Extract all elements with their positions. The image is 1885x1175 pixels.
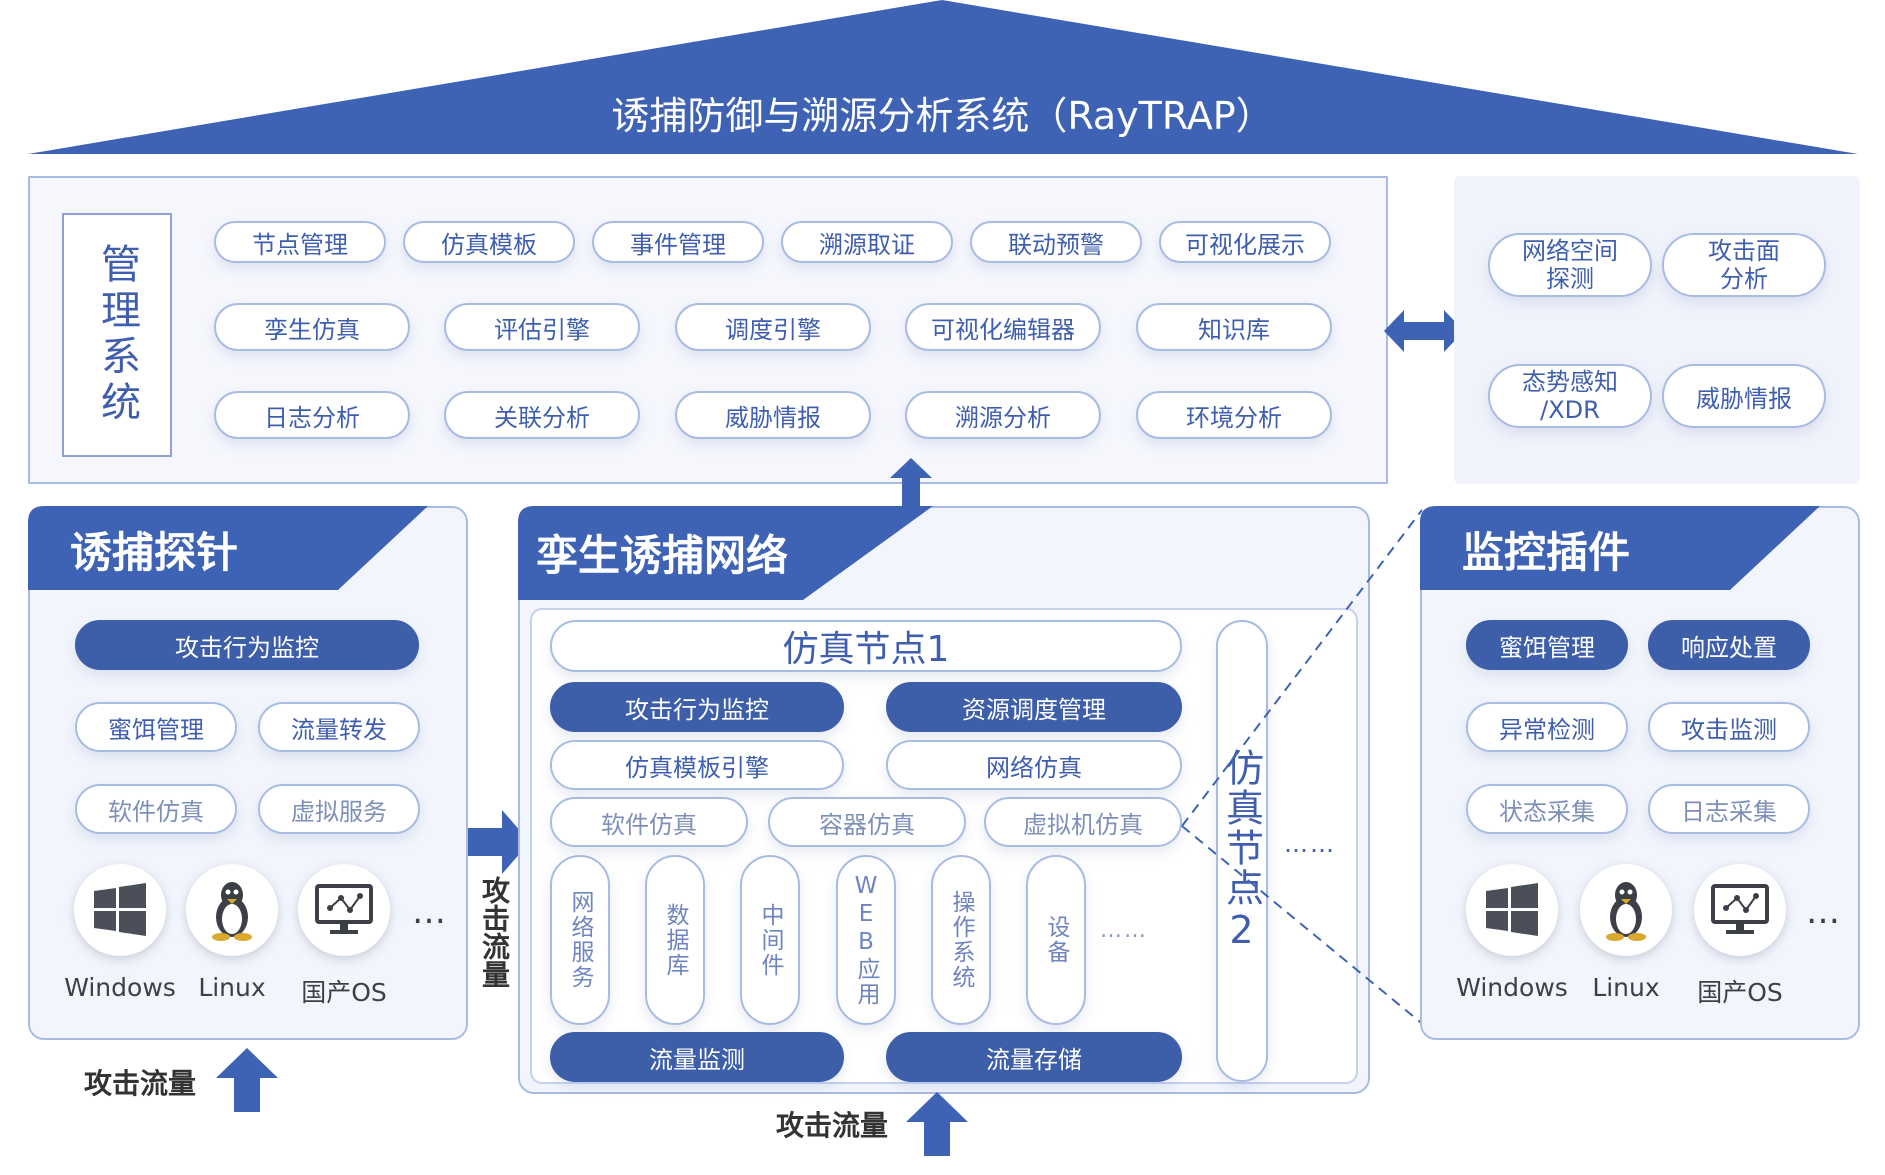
mgmt-visual-editor[interactable]: 可视化编辑器: [905, 303, 1101, 351]
node1-title[interactable]: 仿真节点1: [550, 620, 1182, 672]
bottom-left-attack-flow-label: 攻击流量: [84, 1067, 197, 1100]
plugin-os-label-windows: Windows: [1456, 973, 1568, 1002]
system-title: 诱捕防御与溯源分析系统（RayTRAP）: [611, 94, 1274, 138]
twin-title: 孪生诱捕网络: [536, 530, 789, 580]
external-panel: [1454, 176, 1860, 484]
attack-flow-arrow-up-mid: [906, 1092, 968, 1156]
twin-v-os[interactable]: 操作系统: [931, 855, 991, 1025]
zoom-dashed-lines: [1181, 509, 1443, 1041]
twin-traffic-storage[interactable]: 流量存储: [886, 1032, 1182, 1082]
twin-traffic-monitor[interactable]: 流量监测: [550, 1032, 844, 1082]
management-label-box: 管理系统: [62, 213, 172, 457]
twin-vm-sim[interactable]: 虚拟机仿真: [984, 797, 1182, 847]
mgmt-twin-sim[interactable]: 孪生仿真: [214, 303, 410, 351]
mgmt-sim-template[interactable]: 仿真模板: [403, 221, 575, 263]
mgmt-log-analysis[interactable]: 日志分析: [214, 391, 410, 439]
plugin-header: [1420, 506, 1820, 590]
mgmt-linkage-alert[interactable]: 联动预警: [970, 221, 1142, 263]
windows-icon: [74, 864, 166, 956]
os-label-windows: Windows: [64, 973, 176, 1002]
linux-penguin-icon: [186, 864, 278, 956]
linux-penguin-icon: [1580, 864, 1672, 956]
mgmt-correlation-analysis[interactable]: 关联分析: [444, 391, 640, 439]
mgmt-forensics[interactable]: 溯源取证: [781, 221, 953, 263]
mgmt-env-analysis[interactable]: 环境分析: [1136, 391, 1332, 439]
plugin-os-label-domestic: 国产OS: [1697, 978, 1783, 1007]
twin-node2[interactable]: 仿真节点2: [1216, 620, 1268, 1082]
roof: [28, 0, 1858, 154]
twin-software-sim[interactable]: 软件仿真: [550, 797, 748, 847]
monitor-network-icon: [1694, 864, 1786, 956]
mgmt-knowledge-base[interactable]: 知识库: [1136, 303, 1332, 351]
os-label-linux: Linux: [198, 973, 266, 1002]
probe-software-sim[interactable]: 软件仿真: [75, 784, 237, 834]
twin-v-network-service[interactable]: 网络服务: [550, 855, 610, 1025]
probe-virtual-service[interactable]: 虚拟服务: [258, 784, 420, 834]
twin-attack-monitor[interactable]: 攻击行为监控: [550, 682, 844, 732]
mgmt-eval-engine[interactable]: 评估引擎: [444, 303, 640, 351]
probe-traffic-forward[interactable]: 流量转发: [258, 702, 420, 752]
monitor-network-icon: [298, 864, 390, 956]
twin-v-database[interactable]: 数据库: [645, 855, 705, 1025]
mgmt-visualization[interactable]: 可视化展示: [1159, 221, 1331, 263]
mgmt-schedule-engine[interactable]: 调度引擎: [675, 303, 871, 351]
plugin-anomaly-detect[interactable]: 异常检测: [1466, 702, 1628, 752]
windows-icon: [1466, 864, 1558, 956]
probe-title: 诱捕探针: [70, 527, 239, 577]
ext-attack-surface[interactable]: 攻击面 分析: [1662, 233, 1826, 297]
probe-header: [28, 506, 428, 590]
ext-cyberspace-detection[interactable]: 网络空间 探测: [1488, 233, 1652, 297]
plugin-log-collect[interactable]: 日志采集: [1648, 784, 1810, 834]
twin-template-engine[interactable]: 仿真模板引擎: [550, 740, 844, 790]
mgmt-threat-intel[interactable]: 威胁情报: [675, 391, 871, 439]
twin-v-web-app[interactable]: WEB应用: [836, 855, 896, 1025]
twin-network-sim[interactable]: 网络仿真: [886, 740, 1182, 790]
plugin-bait-management[interactable]: 蜜饵管理: [1466, 620, 1628, 670]
mgmt-node-management[interactable]: 节点管理: [214, 221, 386, 263]
plugin-state-collect[interactable]: 状态采集: [1466, 784, 1628, 834]
mgmt-event-management[interactable]: 事件管理: [592, 221, 764, 263]
side-attack-flow-label: 攻击流量: [478, 876, 511, 988]
plugin-os-label-linux: Linux: [1592, 973, 1660, 1002]
bottom-mid-attack-flow-label: 攻击流量: [776, 1109, 889, 1142]
twin-container-sim[interactable]: 容器仿真: [768, 797, 966, 847]
attack-flow-arrow-up-left: [216, 1048, 278, 1112]
plugin-more: …: [1806, 892, 1842, 932]
plugin-attack-monitor[interactable]: 攻击监测: [1648, 702, 1810, 752]
management-label: 管理系统: [94, 243, 140, 427]
twin-v-device[interactable]: 设备: [1026, 855, 1086, 1025]
plugin-response[interactable]: 响应处置: [1648, 620, 1810, 670]
twin-more-nodes: ……: [1284, 830, 1336, 858]
twin-header: [518, 506, 933, 600]
twin-v-middleware[interactable]: 中间件: [740, 855, 800, 1025]
probe-attack-monitor[interactable]: 攻击行为监控: [75, 620, 419, 670]
bidirectional-arrow-horizontal: [1384, 310, 1464, 352]
attack-flow-arrow-right: [468, 810, 530, 874]
probe-more: …: [412, 892, 448, 932]
twin-vertical-more: ……: [1100, 918, 1148, 943]
ext-situation-awareness[interactable]: 态势感知 /XDR: [1488, 364, 1652, 428]
plugin-title: 监控插件: [1462, 527, 1631, 577]
twin-resource-schedule[interactable]: 资源调度管理: [886, 682, 1182, 732]
ext-threat-intel[interactable]: 威胁情报: [1662, 364, 1826, 428]
mgmt-trace-analysis[interactable]: 溯源分析: [905, 391, 1101, 439]
os-label-domestic: 国产OS: [301, 978, 387, 1007]
probe-bait-management[interactable]: 蜜饵管理: [75, 702, 237, 752]
